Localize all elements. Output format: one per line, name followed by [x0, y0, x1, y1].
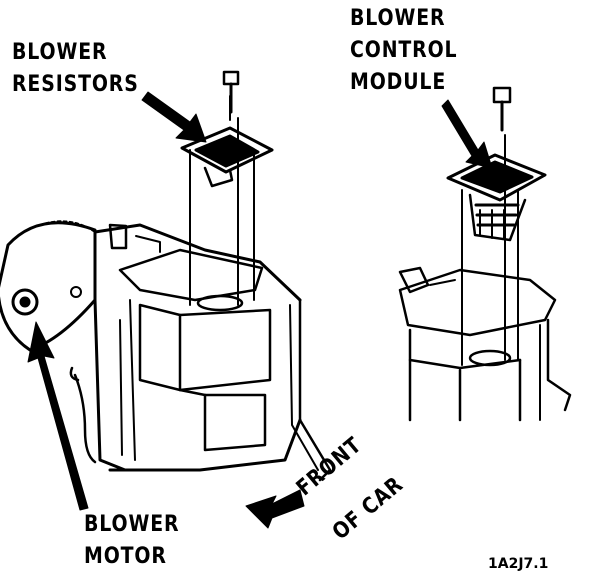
module-pointer-arrow	[441, 99, 493, 169]
blower-housing	[0, 220, 332, 482]
motor-pointer-arrow	[27, 321, 89, 511]
blower-control-module-part	[446, 153, 547, 242]
blower-resistors-part	[180, 126, 274, 188]
blower-control-module-label-line2: CONTROL	[350, 38, 458, 63]
control-module-housing	[398, 266, 572, 422]
blower-resistors-label-line1: BLOWER	[12, 40, 108, 65]
blower-control-module-label-line1: BLOWER	[350, 6, 446, 31]
resistors-pointer-arrow	[141, 91, 207, 143]
module-screw	[492, 86, 512, 132]
blower-motor-label-line1: BLOWER	[84, 512, 180, 537]
figure-code: 1A2J7.1	[488, 556, 549, 572]
arrows	[27, 91, 493, 529]
blower-motor-label-line2: MOTOR	[84, 544, 167, 569]
blower-resistors-label-line2: RESISTORS	[12, 72, 139, 97]
front-of-car-arrow	[245, 489, 305, 529]
resistor-screw	[222, 70, 240, 114]
blower-control-module-label-line3: MODULE	[350, 70, 447, 95]
